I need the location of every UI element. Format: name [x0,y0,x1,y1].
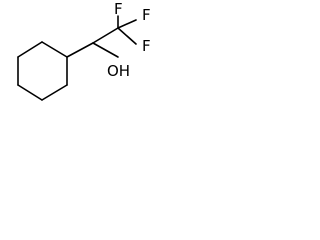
cyclohexane-ring [17,41,68,101]
ring-bond-1 [41,41,68,58]
c-f-right-bond [117,27,137,45]
hydroxyl-label: OH [107,62,130,80]
ring-bond-3 [41,84,68,101]
ring-bond-6 [17,41,43,58]
c-f-upper-right-bond [117,19,137,29]
ring-to-carbinol-bond [66,42,94,58]
carbinol-to-oh-bond [92,42,119,58]
fluorine-upper-right-label: F [142,6,151,24]
fluorine-top-label: F [114,0,123,18]
chemical-structure-diagram: F F F OH [17,0,151,101]
fluorine-right-label: F [142,37,151,55]
ring-bond-4 [17,84,43,101]
carbinol-to-cf3-bond [92,27,119,44]
